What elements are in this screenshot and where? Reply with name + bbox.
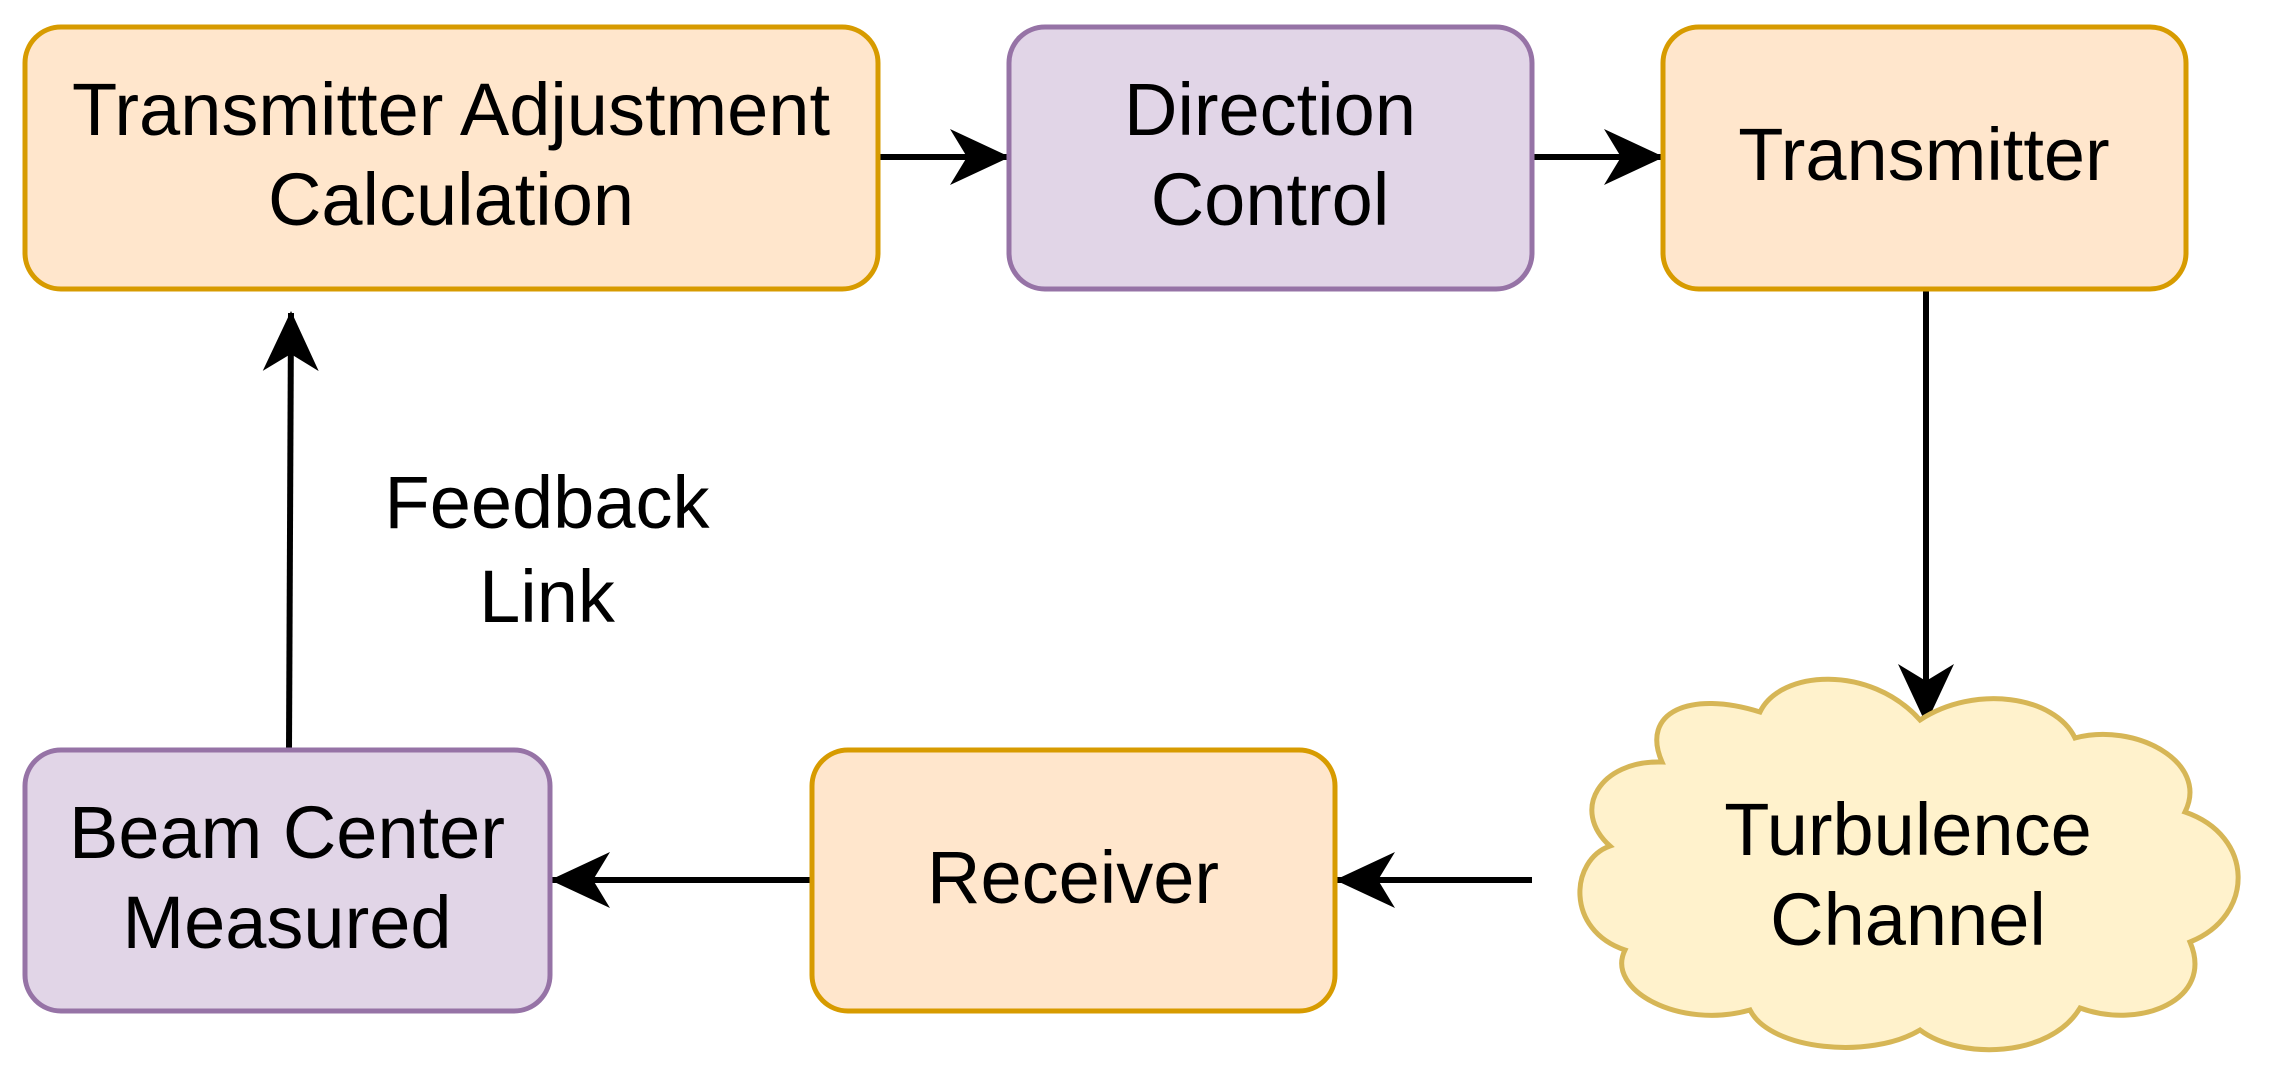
feedback-link-label-line1: Feedback: [385, 461, 711, 544]
turbulence-label-line1: Turbulence: [1724, 788, 2091, 871]
beam-center-label-line2: Measured: [122, 881, 451, 964]
transmitter-label: Transmitter: [1738, 113, 2109, 196]
beam-center-label-line1: Beam Center: [69, 791, 505, 874]
feedback-link-label-line2: Link: [479, 555, 616, 638]
receiver-label: Receiver: [927, 836, 1219, 919]
tx-adjust-label-line1: Transmitter Adjustment: [72, 68, 831, 151]
edge-label-feedback-link: Feedback Link: [385, 461, 711, 638]
node-turbulence-channel: Turbulence Channel: [1577, 676, 2241, 1053]
turbulence-label-line2: Channel: [1770, 878, 2046, 961]
tx-adjust-label-line2: Calculation: [268, 158, 634, 241]
node-direction-control: Direction Control: [1006, 24, 1535, 292]
node-transmitter: Transmitter: [1660, 24, 2189, 292]
cloud-shape: [1577, 676, 2241, 1053]
direction-control-label-line1: Direction: [1124, 68, 1416, 151]
node-beam-center-measured: Beam Center Measured: [22, 747, 553, 1014]
direction-control-label-line2: Control: [1151, 158, 1390, 241]
node-receiver: Receiver: [809, 747, 1338, 1014]
edge-beamcenter-to-txadjust: [262, 311, 319, 751]
node-transmitter-adjustment-calculation: Transmitter Adjustment Calculation: [22, 24, 881, 292]
